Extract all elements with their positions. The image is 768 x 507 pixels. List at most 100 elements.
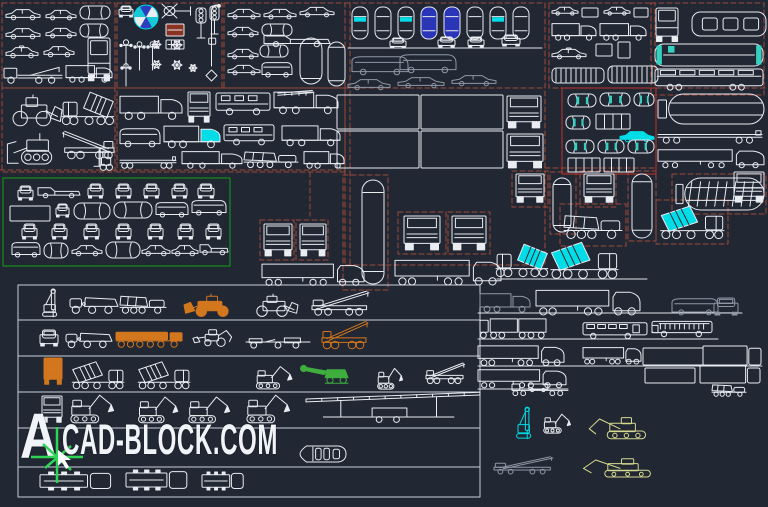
boxTruck-glyph — [551, 23, 597, 41]
selection-box-green — [2, 177, 231, 267]
craneTruck-glyph — [321, 320, 369, 350]
carFront-glyph — [171, 183, 188, 199]
carSide-glyph — [451, 75, 497, 87]
block-group-box — [579, 170, 617, 208]
trailerOutline-glyph — [420, 94, 504, 130]
heliTop-glyph — [161, 3, 191, 19]
carSide-glyph — [263, 8, 297, 20]
mixer-glyph — [495, 243, 549, 278]
vanSide-glyph — [399, 54, 457, 74]
block-group-box — [397, 211, 447, 255]
truckFront-glyph — [733, 171, 765, 203]
truckFront-glyph — [451, 215, 487, 251]
carFront-glyph — [437, 36, 456, 48]
carFront-glyph — [467, 36, 485, 48]
truckTopView-glyph — [125, 469, 188, 491]
mixer-glyph — [71, 361, 125, 390]
bulldozer-glyph — [6, 133, 53, 165]
excavator-glyph — [246, 394, 291, 424]
truckFront-glyph — [299, 223, 327, 257]
carFront-glyph — [51, 223, 68, 240]
drillRig-glyph — [516, 406, 532, 440]
block-group-box — [671, 173, 767, 215]
lampPole-glyph — [146, 41, 159, 71]
fireLadder-glyph — [273, 90, 339, 115]
loader-glyph — [256, 293, 299, 317]
craneTruck-glyph — [311, 290, 370, 316]
trailerOutline-glyph — [595, 43, 613, 57]
snowflake-glyph — [171, 40, 183, 50]
tankerTop-glyph — [675, 177, 765, 211]
carSide-glyph — [43, 46, 75, 58]
carTopV-glyph — [420, 6, 438, 40]
hatchRect-glyph — [551, 67, 605, 84]
vanSide-glyph — [11, 242, 41, 258]
carFront-glyph — [143, 183, 160, 199]
carTop-glyph — [599, 92, 631, 107]
carSide-glyph — [397, 77, 445, 89]
rvSide-glyph — [215, 92, 271, 116]
dumpTruck-glyph — [711, 384, 747, 397]
carFront-glyph — [501, 34, 521, 47]
block-group-box — [295, 219, 329, 261]
carTopV-glyph — [397, 6, 415, 40]
trafficSignal-glyph — [209, 5, 220, 35]
busTop-glyph — [691, 11, 767, 37]
carSide-glyph — [71, 245, 103, 257]
block-group-box — [1, 2, 116, 89]
carSide-glyph — [5, 45, 39, 59]
trailerCab-glyph — [702, 345, 762, 366]
trafficSignal-glyph — [195, 7, 207, 39]
carTop-glyph — [43, 242, 69, 259]
tankV-glyph — [327, 41, 346, 87]
trailerOutline-glyph — [336, 130, 420, 169]
truckFront-glyph — [43, 357, 63, 385]
carTopV-glyph — [374, 6, 392, 40]
scraperLow-glyph — [245, 337, 311, 349]
tankV-glyph — [299, 37, 323, 85]
loader-glyph — [12, 94, 63, 127]
vanSide-glyph — [191, 200, 227, 216]
boxTruck-glyph — [65, 65, 113, 83]
truckFront-glyph — [506, 95, 542, 129]
diamond-glyph — [205, 69, 218, 82]
excavatorY-glyph — [588, 417, 647, 440]
poleCurve-glyph — [208, 3, 221, 67]
craneTruck-glyph — [493, 456, 554, 475]
excavator-glyph — [543, 413, 571, 434]
truckFront-glyph — [583, 173, 615, 203]
carTop-glyph — [259, 44, 289, 58]
trailerTop-glyph — [595, 113, 631, 130]
schoolBus-glyph — [651, 320, 713, 338]
carFront-glyph — [21, 223, 38, 240]
carSide-glyph — [227, 8, 261, 20]
excavatorY-glyph — [583, 458, 651, 478]
twinTrailer-glyph — [479, 318, 547, 339]
block-group-box — [549, 171, 577, 235]
semiTruck-glyph — [477, 345, 565, 367]
backhoe-glyph — [192, 329, 233, 347]
truckTopView-glyph — [39, 471, 112, 491]
carTopV-glyph — [489, 6, 507, 40]
boxTruck-glyph — [163, 125, 221, 149]
excavator-glyph — [377, 367, 404, 390]
lampPole-glyph — [133, 41, 146, 71]
carTop-glyph — [633, 92, 655, 107]
lampPole-glyph — [119, 39, 133, 71]
mixer-glyph — [61, 91, 115, 126]
trailerOutline-glyph — [617, 41, 631, 59]
semiTruck-glyph — [477, 369, 567, 389]
pickupSide-glyph — [263, 34, 331, 48]
loader-glyph — [183, 293, 229, 317]
boxTruck-glyph — [599, 23, 647, 41]
mixer-glyph — [660, 205, 725, 240]
trailerOutline-glyph — [633, 7, 649, 18]
truckFront-glyph — [187, 91, 211, 123]
block-group-box — [511, 170, 549, 208]
carTopV-glyph — [466, 6, 484, 40]
mixer-glyph — [550, 241, 619, 279]
carFront-glyph — [147, 223, 164, 240]
tankV-glyph — [552, 177, 572, 233]
